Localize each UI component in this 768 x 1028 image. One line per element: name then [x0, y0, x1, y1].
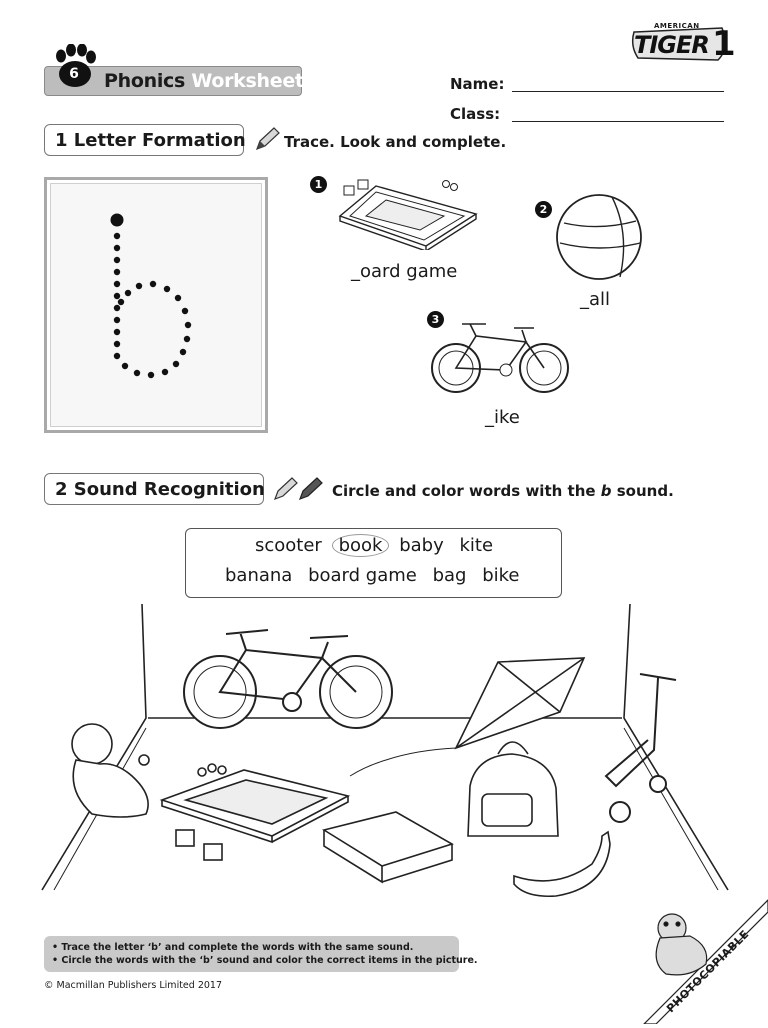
page-title: Phonics Worksheet	[104, 70, 304, 92]
board-game-picture	[338, 179, 478, 250]
section2-instruction: Circle and color words with the b sound.	[332, 482, 674, 500]
scene-book	[321, 811, 454, 884]
word-baby[interactable]: baby	[399, 535, 444, 556]
scene-kite	[349, 657, 586, 777]
tiger-mascot-and-band	[642, 899, 768, 1025]
word-banana[interactable]: banana	[225, 565, 293, 586]
trace-area[interactable]	[50, 183, 262, 427]
word-row-2: banana board game bag bike	[220, 565, 525, 586]
note-circle: • Circle the words with the ‘b’ sound an…	[52, 955, 478, 966]
word-kite[interactable]: kite	[459, 535, 494, 556]
word-book[interactable]: book	[331, 534, 390, 557]
name-field[interactable]	[512, 91, 724, 92]
logo-small-text: AMERICAN	[654, 22, 700, 30]
class-label: Class:	[450, 105, 501, 123]
tiger-logo-graphic	[631, 27, 726, 61]
dotted-letter-b	[110, 213, 192, 379]
name-label: Name:	[450, 75, 505, 93]
ball-picture	[556, 194, 642, 280]
scene-board-game	[159, 763, 351, 861]
word-board-game[interactable]: board game	[308, 565, 417, 586]
item-number-2: 2	[535, 201, 552, 218]
item-word-1: _oard game	[351, 261, 458, 282]
section1-title: 1 Letter Formation	[55, 130, 246, 151]
item-word-3: _ike	[485, 407, 520, 428]
section1-instruction: Trace. Look and complete.	[284, 133, 507, 151]
copyright: © Macmillan Publishers Limited 2017	[44, 980, 222, 991]
trace-letter-frame	[44, 177, 268, 433]
title-worksheet: Worksheet	[191, 70, 304, 92]
bike-picture	[431, 323, 569, 393]
scene-baby	[71, 723, 150, 818]
pencil-and-crayon-icon	[273, 477, 323, 501]
section2-heading-box	[44, 473, 264, 505]
paw-icon	[56, 44, 96, 87]
instructions-note-box	[44, 936, 459, 972]
item-number-3: 3	[427, 311, 444, 328]
scene-bike	[183, 629, 393, 729]
word-bank	[185, 528, 562, 598]
item-number-1: 1	[310, 176, 327, 193]
logo-main-text: TIGER	[634, 31, 710, 59]
instruction-text-a: Circle and color words with the	[332, 482, 601, 500]
word-bag[interactable]: bag	[432, 565, 467, 586]
section2-title: 2 Sound Recognition	[55, 479, 265, 500]
note-trace: • Trace the letter ‘b’ and complete the …	[52, 942, 414, 953]
photocopiable-corner: PHOTOCOPIABLE	[620, 898, 768, 1025]
scene-scooter	[604, 673, 677, 823]
scene-banana	[513, 830, 611, 898]
logo-level: 1	[712, 24, 736, 64]
unit-number: 6	[69, 66, 79, 82]
instruction-text-b: sound.	[611, 482, 674, 500]
word-scooter[interactable]: scooter	[255, 535, 322, 556]
american-tiger-logo: AMERICAN TIGER 1	[626, 18, 736, 64]
pencil-icon	[255, 127, 280, 151]
class-field[interactable]	[512, 121, 724, 122]
word-bike[interactable]: bike	[482, 565, 520, 586]
instruction-letter: b	[600, 482, 612, 500]
section1-heading-box	[44, 124, 244, 156]
room-scene	[41, 603, 729, 898]
word-row-1: scooter book baby kite	[250, 534, 498, 557]
item-word-2: _all	[580, 289, 611, 310]
scene-bag	[467, 741, 559, 837]
title-phonics: Phonics	[104, 70, 186, 92]
